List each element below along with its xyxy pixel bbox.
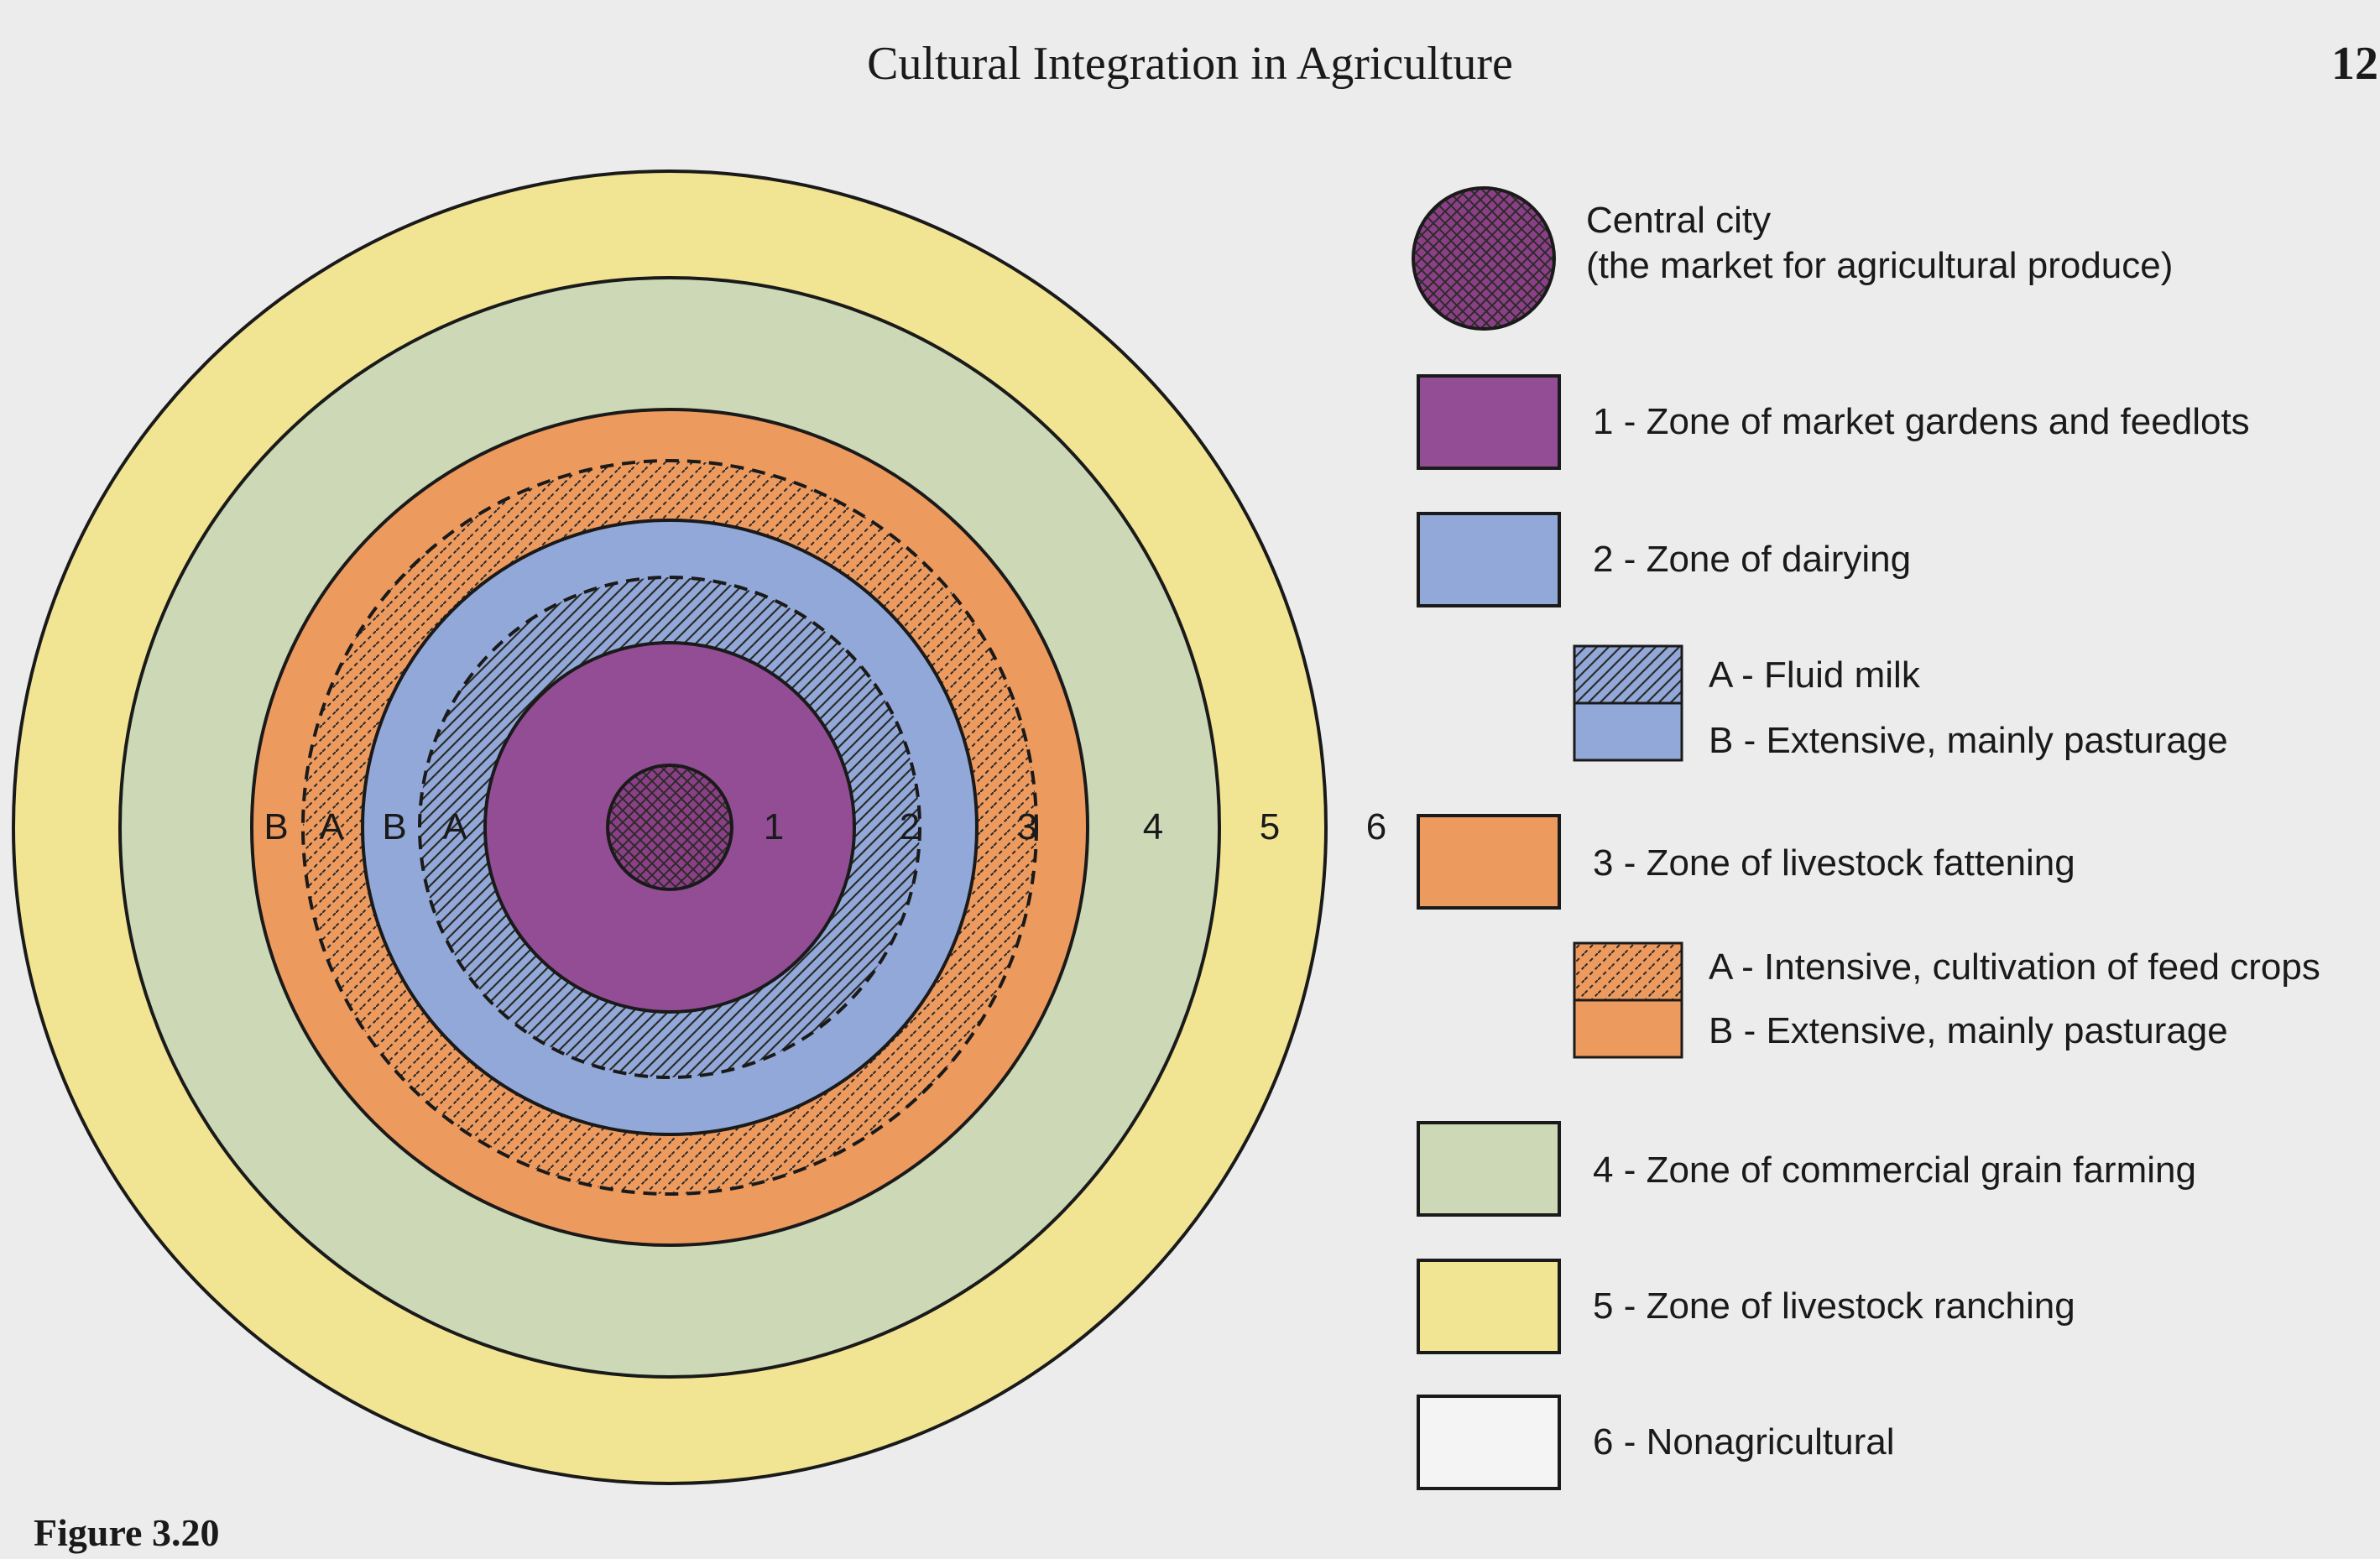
central-city-circle (606, 764, 733, 891)
legend-label-zone-1: 1 - Zone of market gardens and feedlots (1593, 401, 2250, 442)
legend-label-central-city-note: (the market for agricultural produce) (1586, 245, 2174, 286)
legend-swatch-zone-2b (1573, 701, 1683, 762)
zone-label-5: 5 (1260, 806, 1280, 847)
zone-label-1: 1 (764, 806, 784, 847)
legend-label-zone-4: 4 - Zone of commercial grain farming (1593, 1150, 2196, 1191)
zone-label-6: 6 (1366, 806, 1386, 847)
zone-label-4: 4 (1143, 806, 1163, 847)
legend-swatch-zone-1 (1417, 374, 1561, 470)
legend-label-zone-2: 2 - Zone of dairying (1593, 539, 1912, 580)
subzone-label-3b: B (264, 806, 288, 847)
legend-swatch-central-city (1412, 186, 1556, 331)
legend-label-zone-5: 5 - Zone of livestock ranching (1593, 1285, 2075, 1327)
legend-label-zone-2a: A - Fluid milk (1709, 654, 1920, 696)
figure-caption: Figure 3.20 (34, 1511, 220, 1554)
legend-label-central-city: Central city (1586, 200, 1772, 241)
legend-label-zone-3a: A - Intensive, cultivation of feed crops (1709, 946, 2320, 988)
subzone-label-2b: B (382, 806, 406, 847)
page-number: 12 (2331, 38, 2378, 90)
legend-label-zone-6: 6 - Nonagricultural (1593, 1421, 1895, 1463)
legend-swatch-zone-6 (1417, 1395, 1561, 1490)
page-title: Cultural Integration in Agriculture (867, 38, 1513, 90)
legend-swatch-zone-5 (1417, 1259, 1561, 1354)
legend-label-zone-3b: B - Extensive, mainly pasturage (1709, 1010, 2228, 1051)
legend-swatch-zone-2a (1573, 644, 1683, 705)
zone-label-3: 3 (1017, 806, 1037, 847)
legend-label-zone-3: 3 - Zone of livestock fattening (1593, 842, 2075, 884)
legend-label-zone-2b: B - Extensive, mainly pasturage (1709, 720, 2228, 761)
legend-swatch-zone-3 (1417, 814, 1561, 910)
legend-swatch-zone-2 (1417, 512, 1561, 607)
legend-swatch-zone-3a (1573, 941, 1683, 1002)
subzone-label-2a: A (442, 806, 467, 847)
subzone-label-3a: A (319, 806, 344, 847)
legend-swatch-zone-4 (1417, 1121, 1561, 1217)
legend-swatch-zone-3b (1573, 998, 1683, 1059)
zone-label-2: 2 (900, 806, 920, 847)
